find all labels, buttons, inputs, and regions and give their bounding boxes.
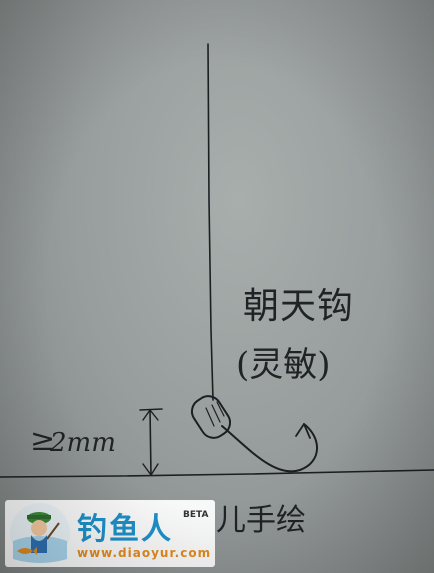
hook-note-label: (灵敏) — [236, 345, 331, 385]
bottom-line — [0, 469, 434, 478]
measure-arrow-top — [142, 409, 159, 421]
hook — [221, 423, 318, 473]
fishing-line — [207, 43, 214, 401]
hook-barb — [295, 423, 311, 439]
measure-prefix: ≥ — [30, 423, 55, 458]
beta-badge: BETA — [183, 510, 209, 520]
measure-arrow-bottom — [142, 463, 159, 476]
brand-title: 钓鱼人 — [77, 512, 173, 547]
fisherman-mascot-icon — [10, 503, 70, 563]
distance-label: 2mm — [49, 428, 116, 458]
sinker-hatch — [205, 401, 225, 427]
signature-text: 儿手绘 — [216, 503, 306, 538]
brand-url: www.diaoyur.com — [77, 546, 212, 560]
hook-name-label: 朝天钩 — [243, 286, 354, 327]
measure-line — [149, 409, 152, 476]
watermark: 钓鱼人 BETA www.diaoyur.com — [5, 500, 215, 567]
measure-top-tick — [139, 408, 163, 411]
sinker — [190, 395, 232, 439]
